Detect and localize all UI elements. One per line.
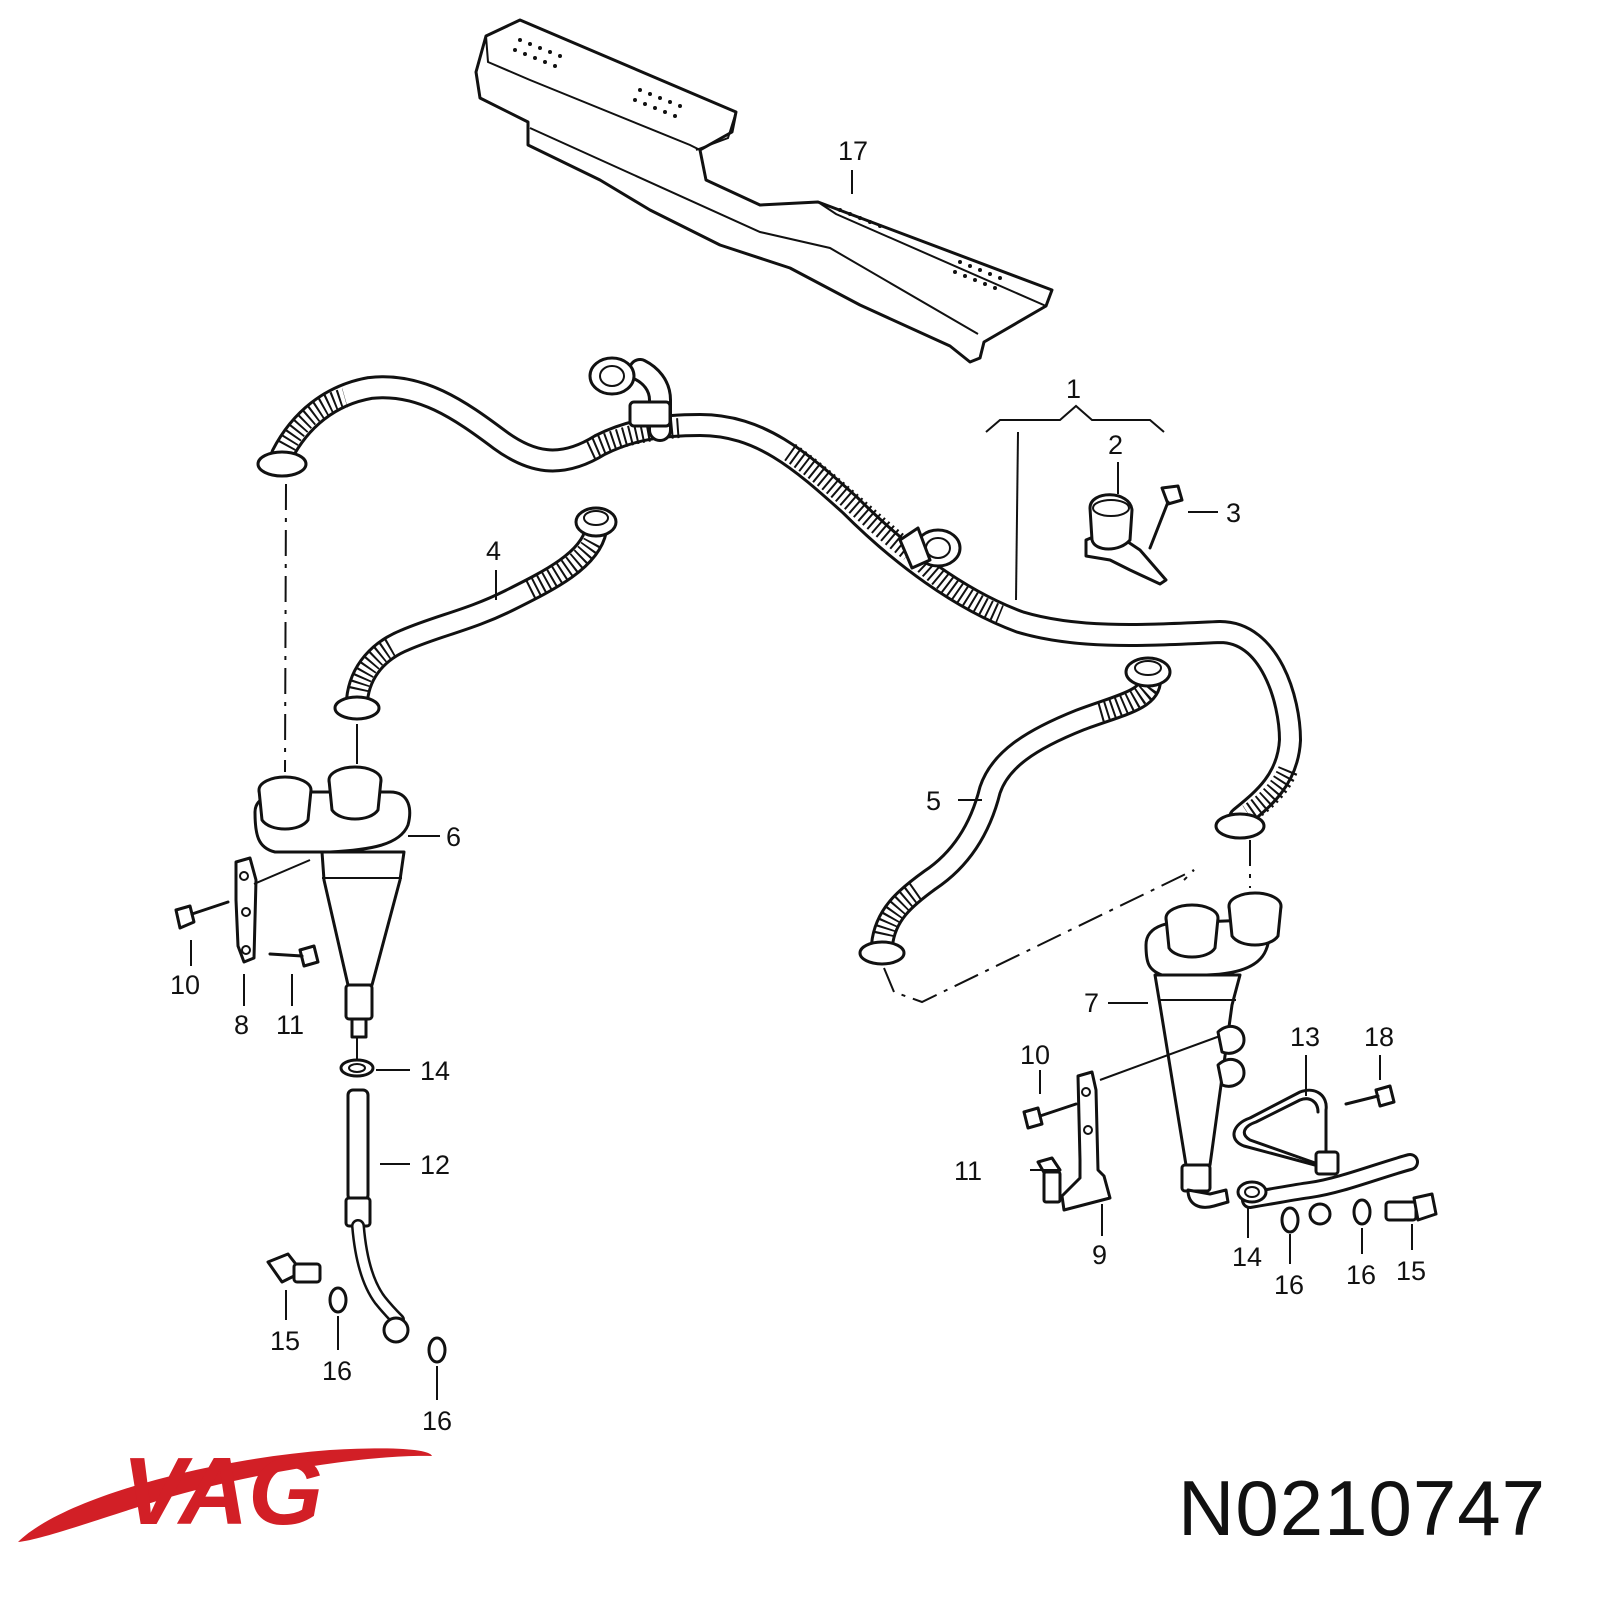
callout-1: 1 [1066, 374, 1081, 404]
callout-16-right-1: 16 [1274, 1270, 1304, 1300]
banjo-bolt-part-15-right [1384, 1192, 1438, 1222]
part-number: N0210747 [1178, 1464, 1546, 1552]
callout-8: 8 [234, 1010, 249, 1040]
pipe-part-12 [344, 1088, 410, 1344]
callout-14-right: 14 [1232, 1242, 1262, 1272]
callout-13: 13 [1290, 1022, 1320, 1052]
callout-4: 4 [486, 536, 501, 566]
callout-17: 17 [838, 136, 868, 166]
bolt-part-11-left [268, 944, 320, 968]
bolt-part-3 [1148, 484, 1184, 550]
callout-3: 3 [1226, 498, 1241, 528]
callout-14-left: 14 [420, 1056, 450, 1086]
callout-15-right: 15 [1396, 1256, 1426, 1286]
clamp-part-14-right [1236, 1180, 1268, 1204]
callout-16-left-1: 16 [322, 1356, 352, 1386]
callout-7: 7 [1084, 988, 1099, 1018]
callout-15-left: 15 [270, 1326, 300, 1356]
seal-washers-part-16-right [1280, 1198, 1372, 1234]
main-breather-hose-part-1 [256, 356, 1302, 840]
bolt-part-10-left [174, 900, 230, 930]
breather-hose-part-4 [333, 506, 618, 721]
logo-swoosh [18, 1448, 432, 1542]
oil-separator-part-7 [1099, 891, 1283, 1209]
bolt-part-11-right [1036, 1156, 1062, 1204]
return-pipe-part-13 [1232, 1088, 1419, 1226]
callout-10-right: 10 [1020, 1040, 1050, 1070]
callout-16-right-2: 16 [1346, 1260, 1376, 1290]
banjo-bolt-part-15-left [266, 1252, 322, 1284]
seal-washers-part-16-left [328, 1286, 447, 1364]
callout-18: 18 [1364, 1022, 1394, 1052]
retainer-part-2 [1084, 493, 1168, 586]
bracket-part-9 [1060, 1070, 1112, 1212]
clamp-part-14-left [339, 1058, 375, 1078]
callout-5: 5 [926, 786, 941, 816]
callout-labels: 17 1 2 3 4 5 6 7 8 9 10 10 11 11 12 13 1… [170, 136, 1426, 1436]
bolt-part-10-right [1022, 1102, 1078, 1130]
logo-text: VAG [122, 1438, 323, 1545]
bracket-part-8 [234, 856, 311, 964]
callout-12: 12 [420, 1150, 450, 1180]
callout-9: 9 [1092, 1240, 1107, 1270]
engine-cover-part-17 [474, 18, 1054, 364]
callout-11-right: 11 [954, 1156, 982, 1186]
bolt-part-18 [1344, 1084, 1396, 1108]
breather-hose-part-5 [858, 656, 1172, 966]
callout-10-left: 10 [170, 970, 200, 1000]
oil-separator-part-6 [253, 765, 412, 1039]
callout-11-left: 11 [276, 1010, 304, 1040]
callout-16-left-2: 16 [422, 1406, 452, 1436]
leader-lines [190, 170, 1413, 1400]
callout-2: 2 [1108, 430, 1123, 460]
callout-6: 6 [446, 822, 461, 852]
vag-logo: VAG [18, 1438, 432, 1545]
